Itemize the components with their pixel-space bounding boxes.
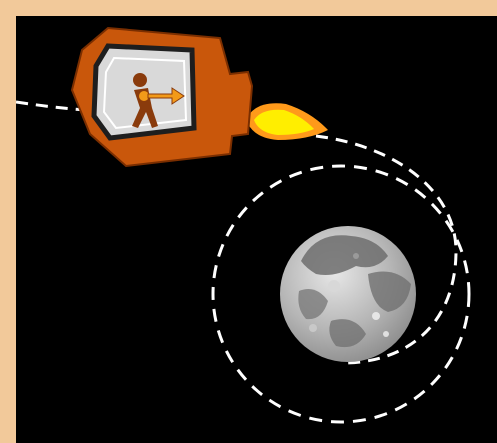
moon-icon bbox=[280, 226, 416, 362]
spaceship bbox=[72, 28, 252, 166]
trajectory-incoming bbox=[16, 102, 86, 110]
space-viewport bbox=[16, 16, 497, 443]
flame-icon bbox=[246, 103, 328, 140]
space-scene bbox=[16, 16, 497, 443]
